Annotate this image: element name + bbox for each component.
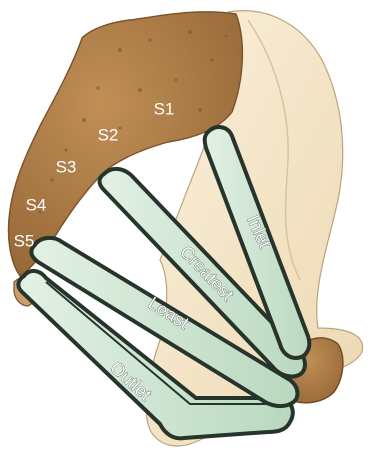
vertebra-label-s3: S3 [56,157,77,176]
vertebra-label-s1: S1 [154,99,175,118]
vertebra-label-s4: S4 [26,195,47,214]
vertebra-label-s2: S2 [98,125,119,144]
vertebra-label-s5: S5 [14,231,35,250]
